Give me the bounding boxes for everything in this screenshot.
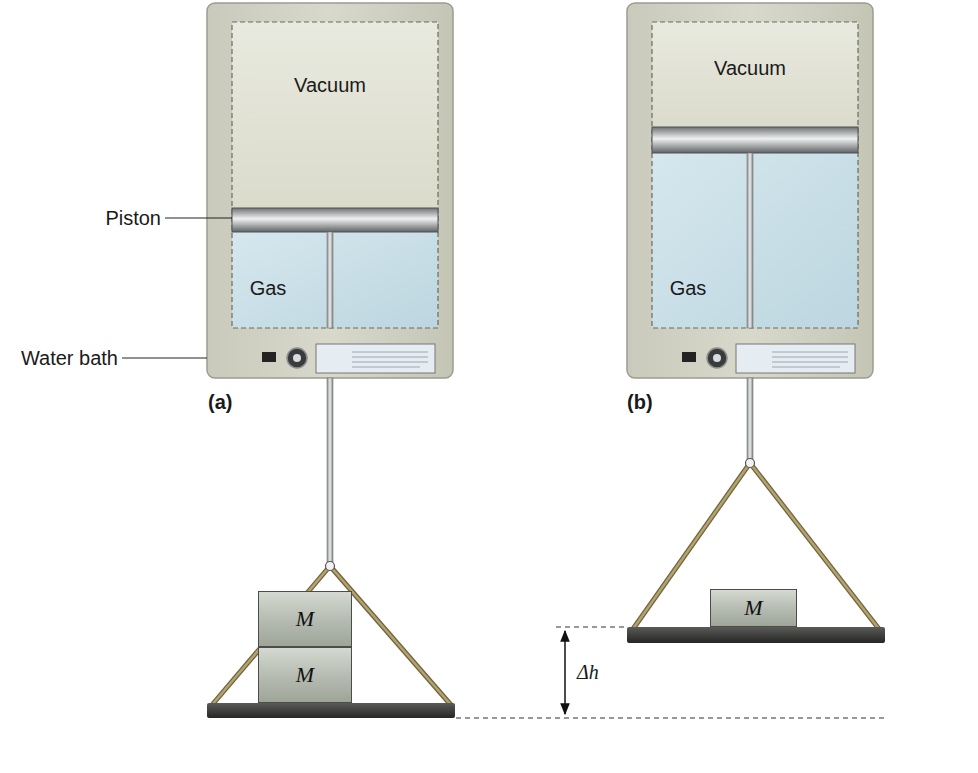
part-label: Water bath [21,347,118,369]
apparatus-b [627,3,885,643]
region-label: Gas [250,277,287,299]
mass-label: M [744,595,762,621]
mass-label: M [296,662,314,688]
mass-block: M [710,589,797,627]
part-label: Piston [105,207,161,229]
region-label: Vacuum [294,74,366,96]
apparatus-a [122,3,455,718]
mass-block: M [258,647,352,703]
dimension-label: Δh [577,661,599,683]
region-label: Vacuum [714,57,786,79]
height-dimension [456,627,885,718]
mass-label: M [296,606,314,632]
panel-label: (a) [208,391,232,413]
region-label: Gas [670,277,707,299]
mass-block: M [258,591,352,647]
panel-label: (b) [627,391,653,413]
